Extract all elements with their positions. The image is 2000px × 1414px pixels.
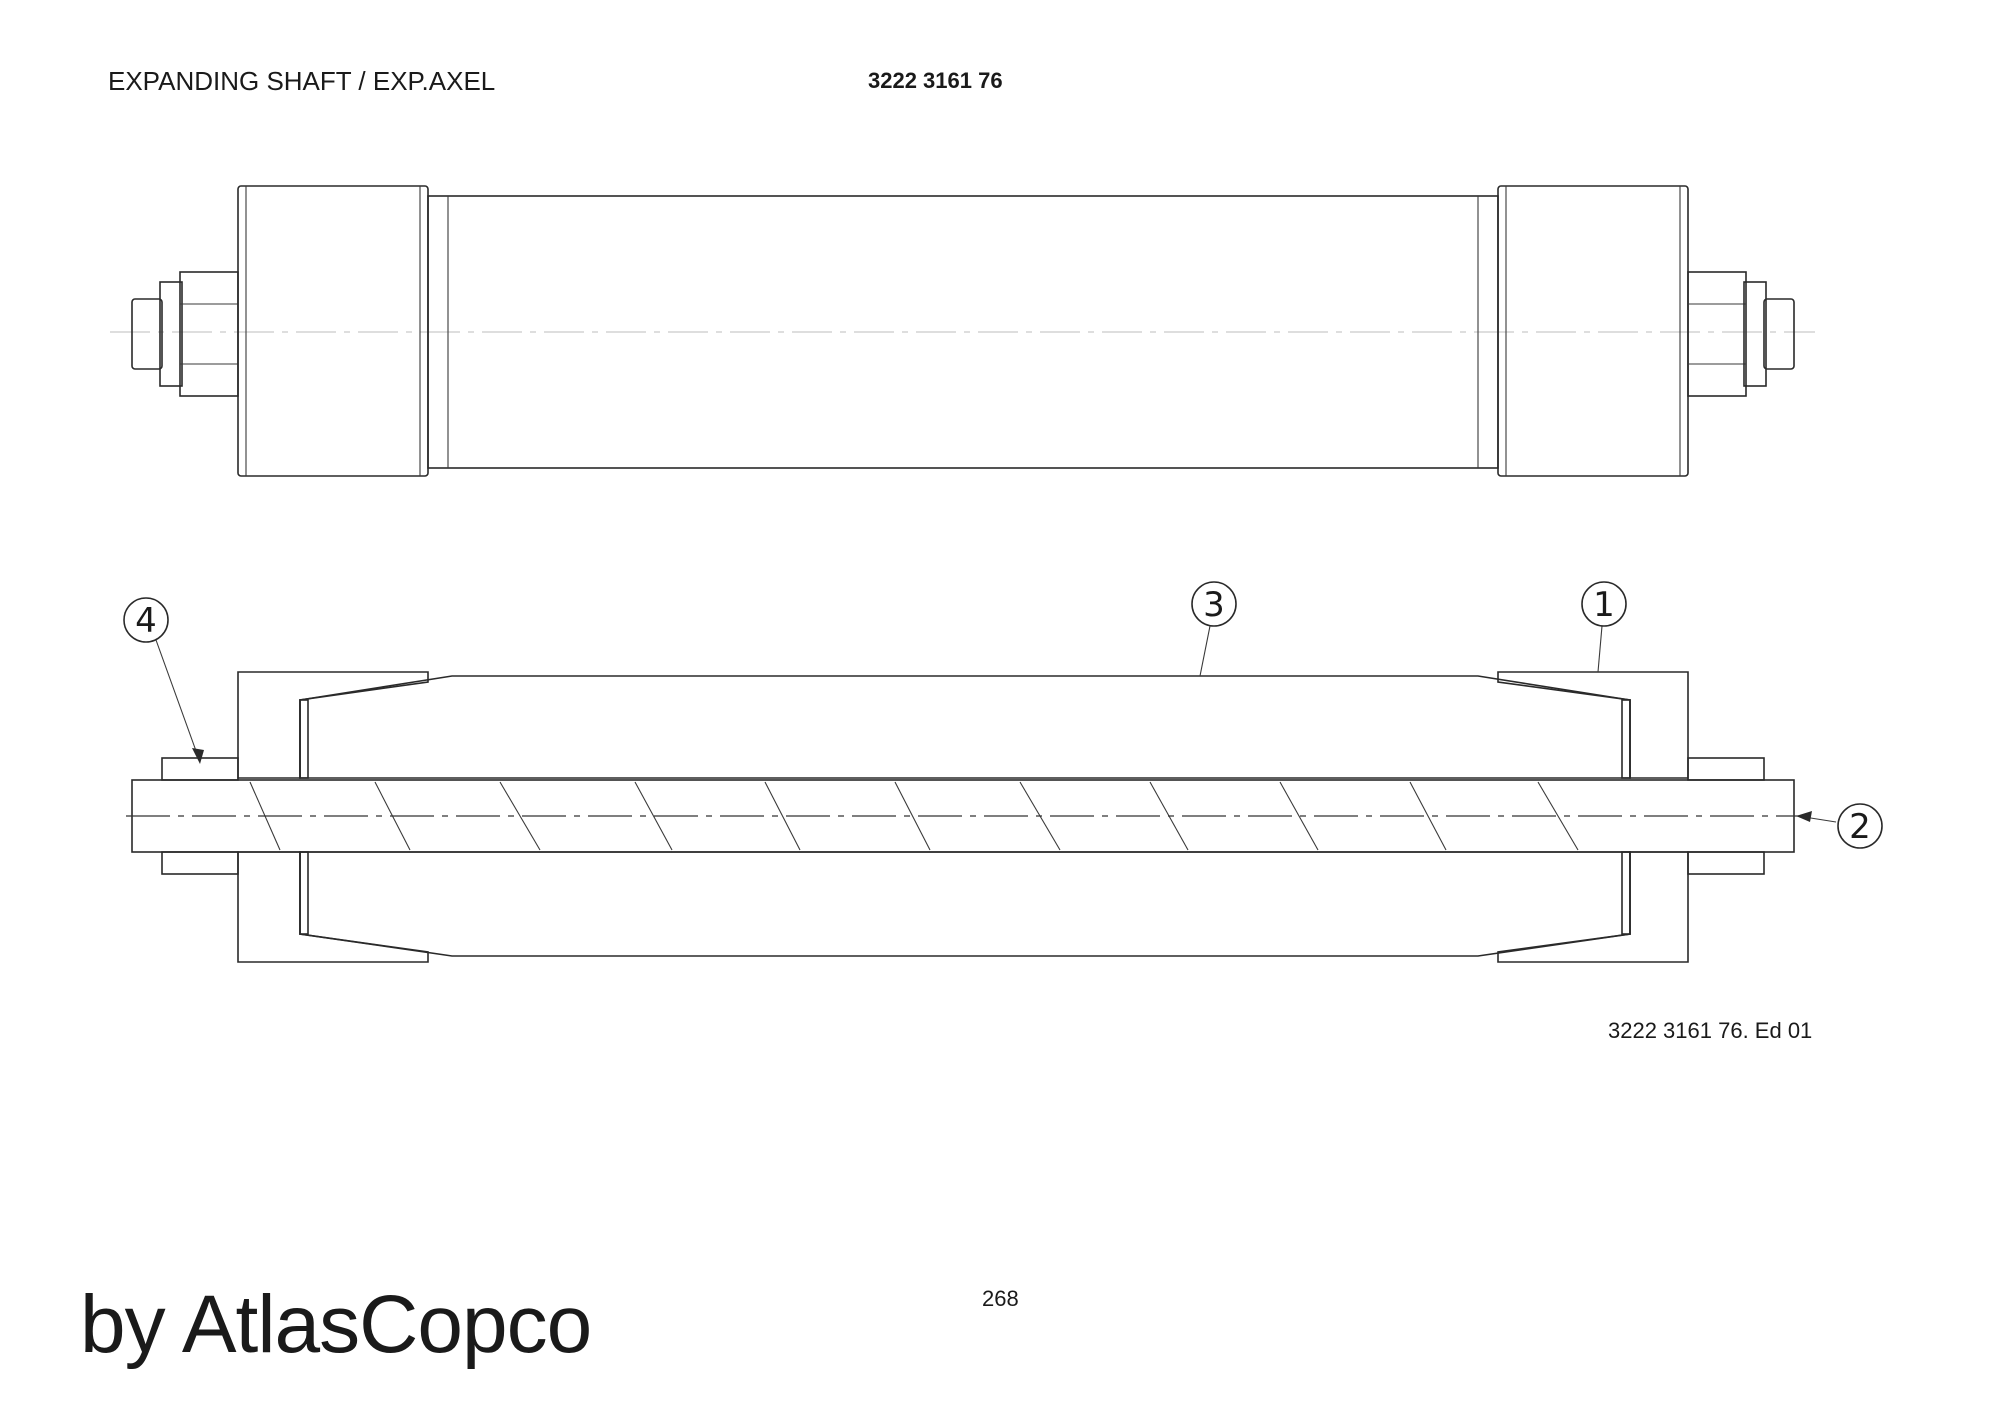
shaft-section-marks: [249, 781, 1579, 851]
balloon-4-label: 4: [135, 601, 157, 641]
page-number: 268: [982, 1286, 1019, 1311]
section-view: [126, 671, 1800, 963]
balloon-4: 4: [123, 597, 169, 643]
right-end-collar: [1497, 185, 1689, 477]
callouts: 4 3 1 2: [123, 581, 1883, 849]
right-shaft-end: [1763, 298, 1795, 370]
balloon-2-label: 2: [1849, 807, 1871, 847]
left-nut: [179, 271, 239, 397]
right-collar-upper: [1497, 671, 1689, 779]
right-nut-upper: [1687, 757, 1765, 781]
right-nut: [1687, 271, 1747, 397]
right-washer: [1743, 281, 1767, 387]
left-nut-lower: [161, 851, 239, 875]
right-collar-lower: [1497, 851, 1689, 963]
right-nut-lower: [1687, 851, 1765, 875]
left-collar-lower: [237, 851, 429, 963]
exterior-view: [110, 185, 1815, 477]
sleeve-lower: [299, 851, 1631, 957]
left-shaft-end: [131, 298, 163, 370]
balloon-3-label: 3: [1203, 585, 1225, 625]
balloon-1: 1: [1581, 581, 1627, 627]
brand-footer: by AtlasCopco: [80, 1279, 592, 1370]
left-collar-upper: [237, 671, 429, 779]
left-end-collar: [237, 185, 429, 477]
drawing-reference: 3222 3161 76. Ed 01: [1608, 1018, 1813, 1043]
balloon-3: 3: [1191, 581, 1237, 627]
balloon-2: 2: [1837, 803, 1883, 849]
left-washer: [159, 281, 183, 387]
balloon-1-label: 1: [1593, 585, 1615, 625]
document-title: EXPANDING SHAFT / EXP.AXEL: [108, 66, 496, 96]
sleeve-upper: [299, 675, 1631, 779]
part-number: 3222 3161 76: [868, 68, 1003, 93]
